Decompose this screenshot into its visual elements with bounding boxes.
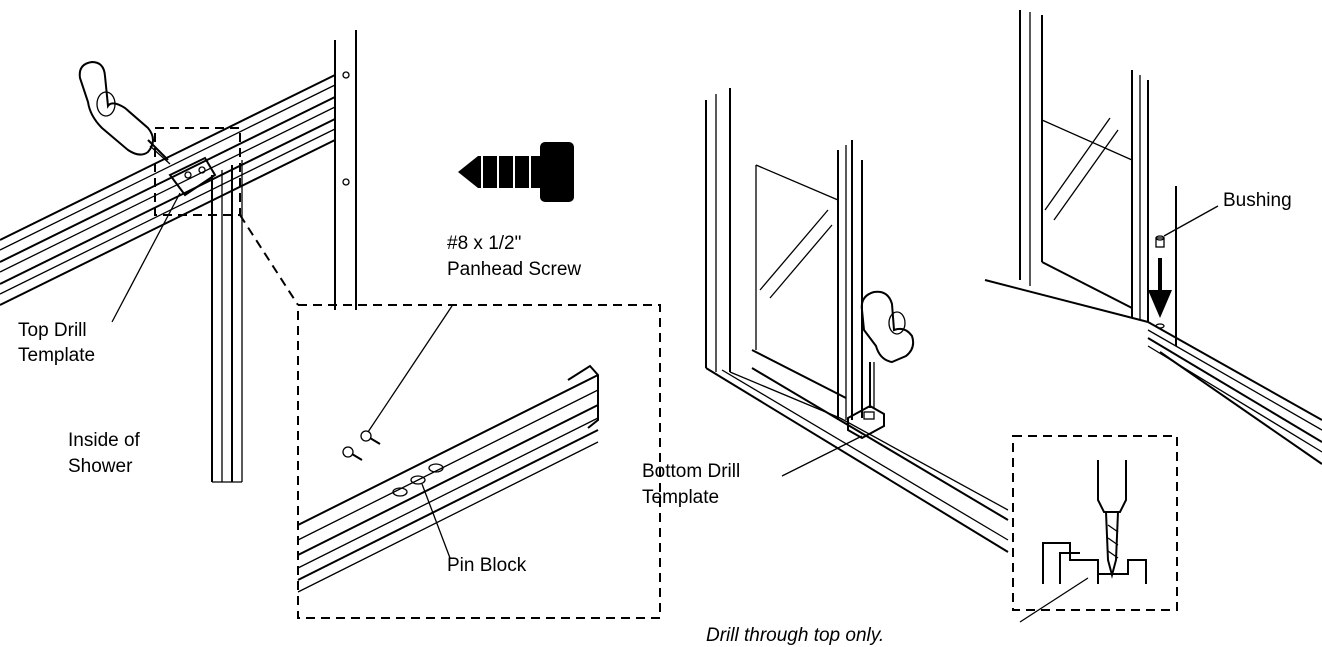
label-pin-block: Pin Block	[447, 555, 527, 576]
label-panhead-screw-line2: Panhead Screw	[447, 259, 581, 280]
label-inside-of-shower: Inside of Shower	[68, 430, 145, 477]
bottom-track-illustration	[705, 88, 1009, 553]
label-top-drill-template: Top Drill Template	[18, 320, 95, 366]
right-door-frame	[984, 10, 1322, 465]
label-panhead-screw-line1: #8 x 1/2"	[447, 233, 521, 254]
label-bushing: Bushing	[1223, 190, 1292, 211]
label-inside-of-shower-line2: Shower	[68, 456, 133, 477]
label-bottom-drill-template-line2: Template	[642, 487, 719, 508]
label-bottom-drill-template: Bottom Drill Template	[642, 461, 745, 508]
drill-through-detail	[1012, 435, 1178, 623]
label-inside-of-shower-line1: Inside of	[68, 430, 141, 451]
label-top-drill-template-line2: Template	[18, 345, 95, 366]
pin-block-detail	[297, 304, 661, 619]
label-top-drill-template-line1: Top Drill	[18, 320, 87, 341]
label-drill-note: Drill through top only.	[706, 625, 884, 646]
label-panhead-screw: #8 x 1/2" Panhead Screw	[447, 233, 581, 280]
label-bottom-drill-template-line1: Bottom Drill	[642, 461, 740, 482]
top-track-illustration	[0, 30, 357, 483]
panhead-screw-icon	[458, 142, 574, 202]
